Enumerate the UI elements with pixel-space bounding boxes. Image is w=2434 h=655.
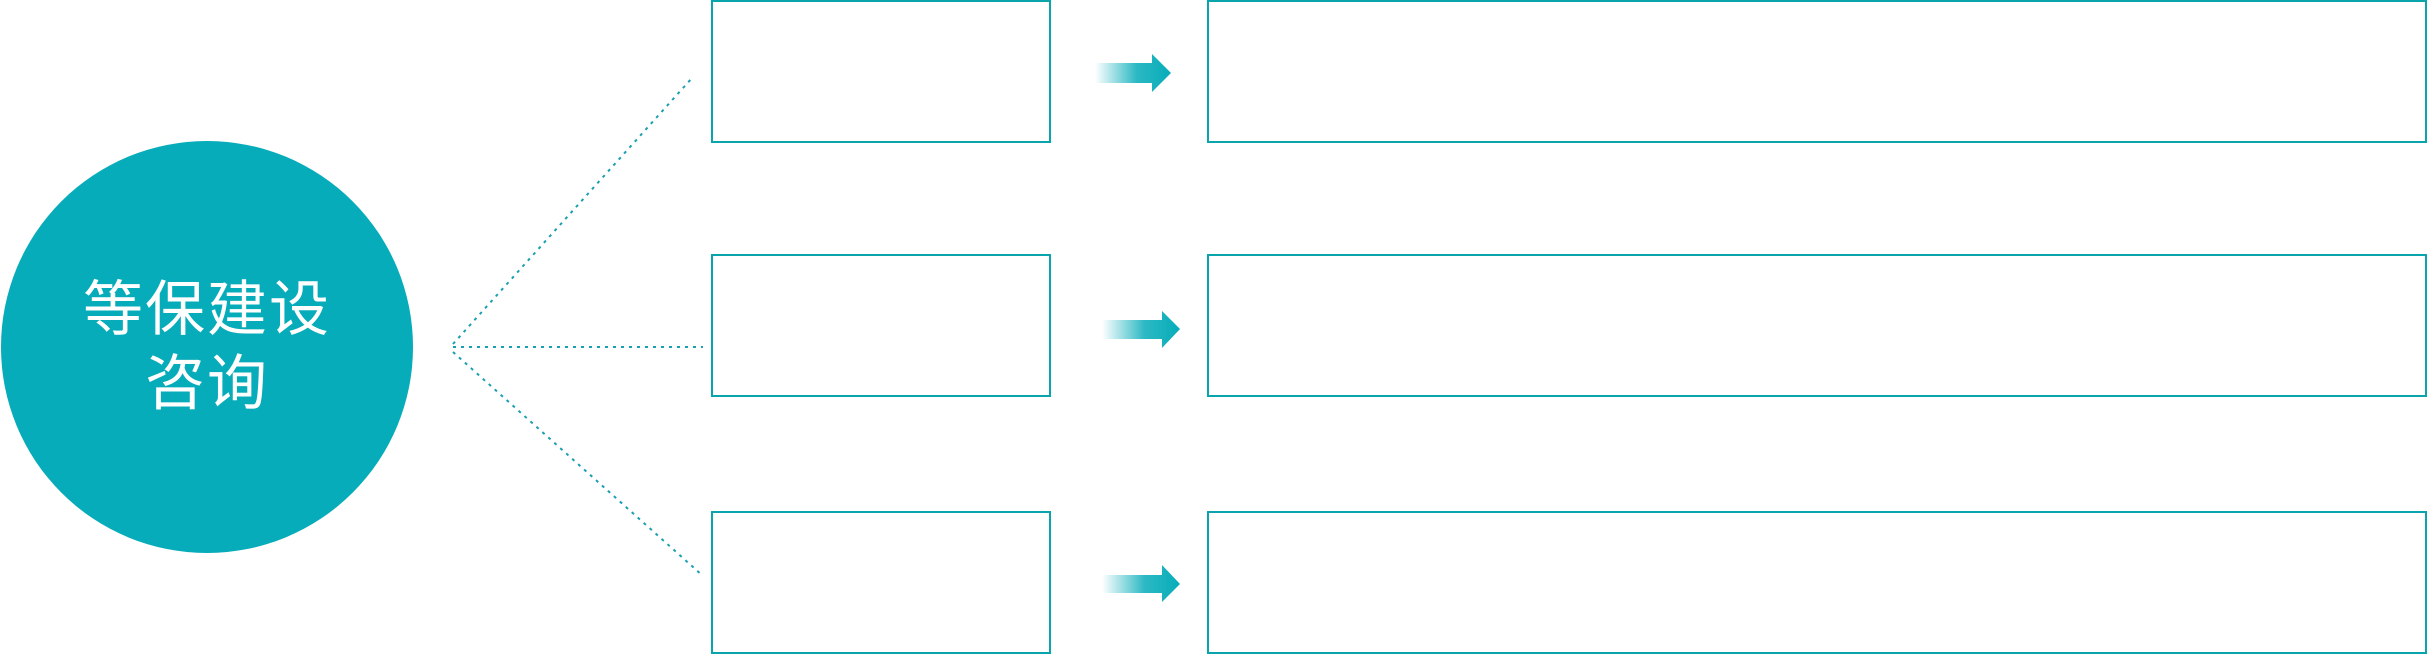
hub-title: 等保建设咨询 xyxy=(83,275,331,419)
hub-circle: 等保建设咨询 xyxy=(1,141,413,553)
arrow-icon-row-2 xyxy=(1102,311,1180,348)
left-box-text-row-3 xyxy=(713,513,1049,553)
right-box-text-row-2 xyxy=(1209,256,2425,296)
left-box-text-row-1 xyxy=(713,2,1049,42)
left-box-row-3 xyxy=(711,511,1051,654)
left-box-row-2 xyxy=(711,254,1051,397)
right-box-row-2 xyxy=(1207,254,2427,397)
right-box-row-1 xyxy=(1207,0,2427,143)
arrow-icon-row-3 xyxy=(1102,565,1180,602)
right-box-text-row-3 xyxy=(1209,513,2425,553)
right-box-text-row-1 xyxy=(1209,2,2425,42)
connector-line-bottom xyxy=(452,351,704,577)
connector-line-top xyxy=(452,77,693,345)
arrow-icon-row-1 xyxy=(1095,54,1171,92)
right-box-row-3 xyxy=(1207,511,2427,654)
left-box-row-1 xyxy=(711,0,1051,143)
left-box-text-row-2 xyxy=(713,256,1049,296)
